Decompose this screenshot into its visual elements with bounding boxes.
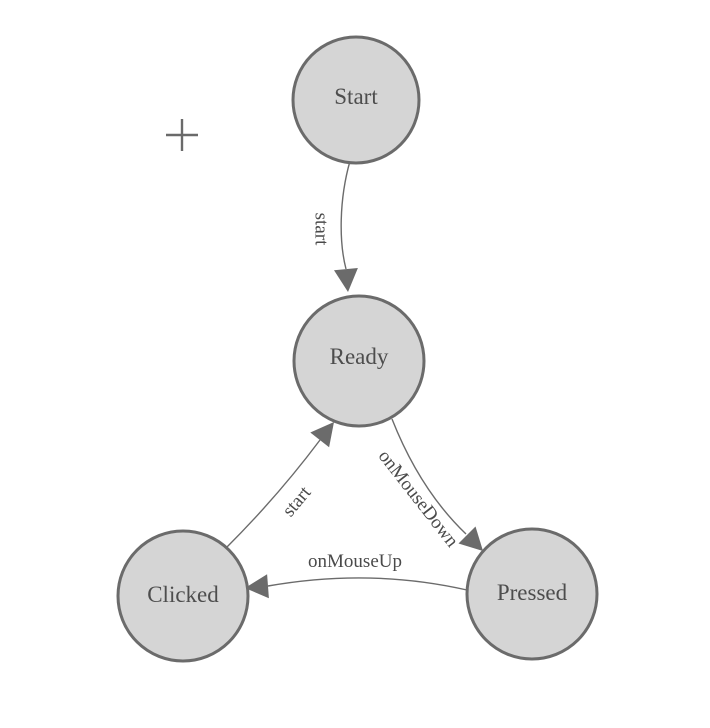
edge-path bbox=[340, 160, 351, 270]
node-start[interactable]: Start bbox=[291, 35, 421, 165]
node-ready[interactable]: Ready bbox=[292, 294, 426, 428]
node-label: Clicked bbox=[147, 582, 219, 607]
edge-path bbox=[267, 577, 468, 591]
edge-pressed-to-clicked[interactable]: onMouseUp bbox=[245, 551, 468, 599]
node-circle bbox=[292, 294, 426, 428]
arrowhead-icon bbox=[458, 526, 483, 551]
node-label: Pressed bbox=[497, 580, 568, 605]
arrowhead-icon bbox=[310, 422, 334, 448]
node-circle bbox=[116, 529, 250, 663]
edge-label: start bbox=[278, 482, 316, 521]
edge-label: start bbox=[310, 213, 331, 246]
plus-crosshair-icon bbox=[166, 119, 198, 151]
edge-ready-to-pressed[interactable]: onMouseDown bbox=[374, 418, 483, 552]
edge-label: onMouseUp bbox=[308, 551, 402, 572]
node-label: Start bbox=[334, 84, 378, 109]
arrowhead-icon bbox=[334, 268, 358, 292]
node-pressed[interactable]: Pressed bbox=[465, 527, 599, 661]
node-circle bbox=[291, 35, 421, 165]
edge-start-to-ready[interactable]: start bbox=[310, 160, 358, 292]
edge-clicked-to-ready[interactable]: start bbox=[226, 422, 334, 548]
node-clicked[interactable]: Clicked bbox=[116, 529, 250, 663]
edge-path bbox=[391, 418, 467, 535]
node-label: Ready bbox=[330, 344, 389, 369]
edge-path bbox=[226, 439, 321, 548]
node-circle bbox=[465, 527, 599, 661]
arrowhead-icon bbox=[245, 574, 269, 599]
edge-label: onMouseDown bbox=[374, 446, 463, 552]
